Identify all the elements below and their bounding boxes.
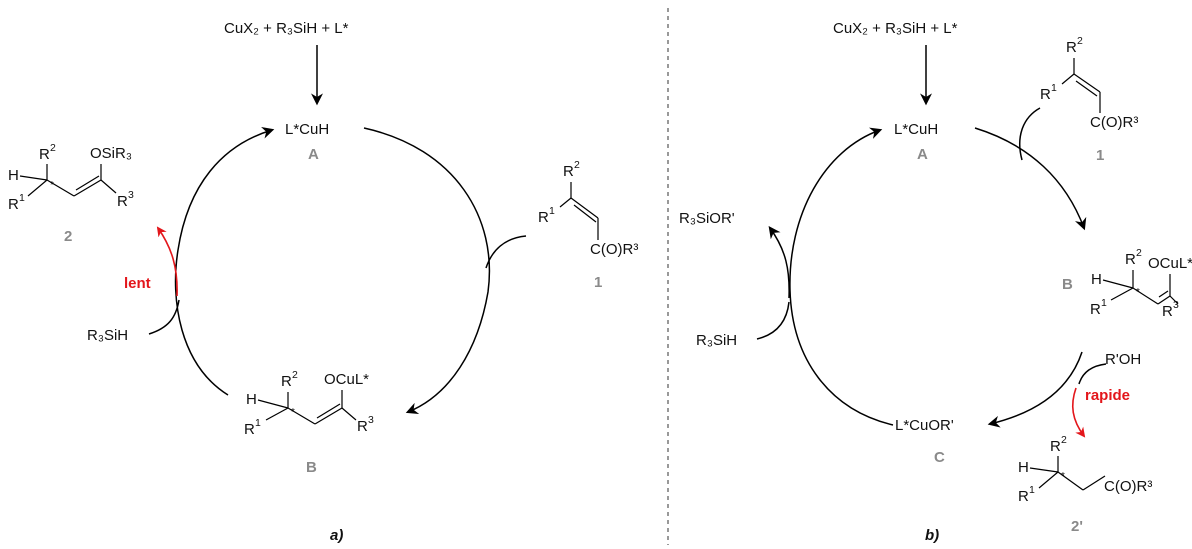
panel-b-silyl-ether-arrow — [768, 226, 790, 299]
svg-text:1: 1 — [1051, 82, 1057, 94]
panel-a-reagents: CuX₂ + R₃SiH + L* — [224, 20, 349, 37]
svg-text:1: 1 — [1101, 297, 1107, 309]
panel-b-silyl-ether: R₃SiOR' — [679, 210, 735, 227]
panel-b-cycle-arc-left — [789, 127, 894, 426]
panel-a-substrate-label: 1 — [594, 274, 602, 291]
panel-b-alkoxide: L*CuOR' — [895, 417, 954, 434]
panel-b-product-carbonyl: C(O)R³ — [1104, 478, 1152, 495]
panel-b-alkoxide-label: C — [934, 449, 945, 466]
panel-a-substrate-entry-arc — [485, 235, 527, 269]
svg-text:3: 3 — [1173, 299, 1179, 311]
panel-b-fast-step-arrow — [1071, 387, 1086, 438]
svg-text:1: 1 — [19, 192, 25, 204]
panel-a-silane-arc — [148, 299, 180, 335]
svg-text:H: H — [1091, 271, 1102, 288]
panel-b-cycle-arc-bottom-right — [987, 351, 1083, 428]
svg-text:R: R — [1125, 251, 1136, 268]
panel-b-catalyst: L*CuH — [894, 121, 938, 138]
panel-b-product-2prime: R 2 H R 1 * C(O)R³ 2' — [1018, 434, 1152, 535]
panel-a-silane: R₃SiH — [87, 327, 128, 344]
panel-b-rate: rapide — [1085, 387, 1130, 404]
panel-a: CuX₂ + R₃SiH + L* L*CuH A R 2 R 1 C(O)R³… — [8, 20, 638, 544]
panel-b-alcohol: R'OH — [1105, 351, 1141, 368]
svg-text:R: R — [39, 146, 50, 163]
panel-a-cycle-arc-right — [363, 127, 491, 414]
panel-b-caption: b) — [925, 527, 939, 544]
svg-text:*: * — [50, 180, 54, 191]
panel-b-intermediate: OCuL* — [1148, 255, 1192, 272]
svg-text:*: * — [291, 407, 295, 418]
panel-a-intermediate-label: B — [306, 459, 317, 476]
svg-text:*: * — [1136, 287, 1140, 298]
panel-b-silane: R₃SiH — [696, 332, 737, 349]
svg-text:R: R — [357, 418, 368, 435]
panel-b-reagents: CuX₂ + R₃SiH + L* — [833, 20, 958, 37]
svg-text:R: R — [1066, 39, 1077, 56]
svg-text:2: 2 — [1077, 35, 1083, 47]
panel-b: CuX₂ + R₃SiH + L* L*CuH A R 2 R 1 C(O)R³… — [679, 20, 1192, 544]
panel-b-substrate-entry-arc — [1019, 107, 1041, 161]
panel-a-catalyst: L*CuH — [285, 121, 329, 138]
panel-a-product-label: 2 — [64, 228, 72, 245]
svg-text:2: 2 — [574, 159, 580, 171]
panel-a-cycle-arc-left — [174, 127, 275, 396]
svg-text:H: H — [246, 391, 257, 408]
svg-text:R: R — [117, 193, 128, 210]
svg-text:R: R — [563, 163, 574, 180]
svg-text:R: R — [281, 373, 292, 390]
panel-b-intermediate-b: B R 2 H R 1 * OCuL* R 3 — [1062, 247, 1192, 320]
panel-b-substrate-label: 1 — [1096, 147, 1104, 164]
panel-a-substrate-carbonyl: C(O)R³ — [590, 241, 638, 258]
svg-text:R: R — [1040, 86, 1051, 103]
svg-text:H: H — [8, 167, 19, 184]
panel-a-caption: a) — [330, 527, 343, 544]
panel-b-intermediate-label: B — [1062, 276, 1073, 293]
svg-text:2: 2 — [50, 142, 56, 154]
panel-b-cycle-arc-top-right — [974, 127, 1087, 231]
panel-b-substrate-carbonyl: C(O)R³ — [1090, 114, 1138, 131]
panel-b-product-label: 2' — [1071, 518, 1083, 535]
svg-text:1: 1 — [1029, 484, 1035, 496]
panel-a-catalyst-label: A — [308, 146, 319, 163]
svg-text:2: 2 — [292, 369, 298, 381]
svg-text:R: R — [1090, 301, 1101, 318]
svg-text:2: 2 — [1061, 434, 1067, 446]
svg-text:3: 3 — [368, 414, 374, 426]
svg-text:*: * — [1061, 471, 1065, 482]
panel-b-silane-arc — [756, 301, 790, 340]
svg-text:R: R — [1018, 488, 1029, 505]
svg-text:R: R — [1050, 438, 1061, 455]
panel-a-intermediate: OCuL* — [324, 371, 369, 388]
svg-text:1: 1 — [255, 417, 261, 429]
panel-b-alcohol-arc — [1078, 363, 1107, 385]
svg-text:1: 1 — [549, 205, 555, 217]
panel-a-intermediate-b: R 2 H R 1 * OCuL* R 3 B — [244, 369, 374, 476]
svg-text:R: R — [244, 421, 255, 438]
panel-a-slow-step-arrow — [156, 226, 178, 297]
svg-text:H: H — [1018, 459, 1029, 476]
svg-text:2: 2 — [1136, 247, 1142, 259]
svg-text:R: R — [1162, 303, 1173, 320]
svg-text:3: 3 — [128, 189, 134, 201]
panel-b-substrate-1: R 2 R 1 C(O)R³ 1 — [1040, 35, 1138, 164]
panel-a-rate: lent — [124, 275, 151, 292]
panel-a-product-enol: OSiR₃ — [90, 145, 132, 162]
svg-text:R: R — [8, 196, 19, 213]
panel-a-substrate-1: R 2 R 1 C(O)R³ 1 — [538, 159, 638, 291]
panel-b-catalyst-label: A — [917, 146, 928, 163]
panel-a-product-2: R 2 H R 1 * OSiR₃ R 3 2 — [8, 142, 134, 245]
svg-text:R: R — [538, 209, 549, 226]
